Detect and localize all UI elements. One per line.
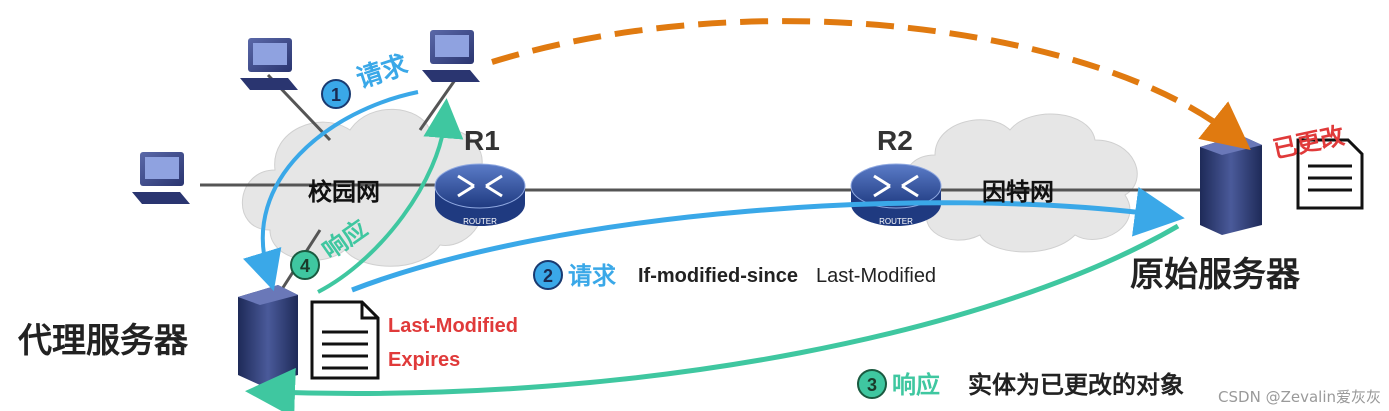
step2-header: If-modified-since — [638, 265, 798, 287]
proxy-doc-expires: Expires — [388, 349, 460, 371]
step2-header-value: Last-Modified — [816, 265, 936, 287]
step3-description: 实体为已更改的对象 — [968, 371, 1184, 399]
step1-label: 请求 — [353, 49, 412, 94]
origin-document-icon — [1296, 138, 1364, 210]
svg-text:2: 2 — [543, 266, 553, 286]
computer-icon — [132, 152, 190, 204]
step2-label: 请求 — [568, 263, 616, 290]
step3-label: 响应 — [892, 371, 940, 399]
proxy-server-icon — [238, 285, 298, 385]
step1-request-arrow — [243, 90, 419, 292]
origin-server-label: 原始服务器 — [1130, 256, 1301, 294]
step3-response-arrow — [245, 223, 1180, 411]
step1-badge: 1 — [321, 79, 351, 109]
computer-icon — [240, 38, 298, 90]
internet-label: 因特网 — [982, 179, 1054, 206]
internet-cloud — [903, 113, 1138, 253]
svg-text:4: 4 — [300, 256, 310, 276]
orange-dashed-arrow — [491, 18, 1251, 150]
proxy-document-icon — [310, 300, 380, 380]
router-r1-icon: ROUTER — [434, 163, 526, 226]
watermark: CSDN @Zevalin爱灰灰 — [1218, 388, 1381, 406]
origin-server-icon — [1200, 135, 1262, 235]
step2-badge: 2 — [533, 260, 563, 290]
proxy-doc-last-modified: Last-Modified — [388, 315, 518, 337]
step4-response-arrow — [317, 98, 464, 294]
router-r1-label: R1 — [464, 125, 500, 156]
router-r1-caption: ROUTER — [463, 217, 497, 226]
svg-text:3: 3 — [867, 375, 877, 395]
proxy-server-label: 代理服务器 — [17, 322, 189, 360]
step4-badge: 4 — [290, 250, 320, 280]
computer-icon — [422, 30, 480, 82]
step3-badge: 3 — [857, 369, 887, 399]
campus-net-label: 校园网 — [308, 178, 380, 206]
router-r2-caption: ROUTER — [879, 217, 913, 226]
svg-text:1: 1 — [331, 85, 341, 105]
router-r2-icon: ROUTER — [850, 163, 942, 226]
step2-request-arrow — [351, 186, 1185, 293]
router-r2-label: R2 — [877, 125, 913, 156]
